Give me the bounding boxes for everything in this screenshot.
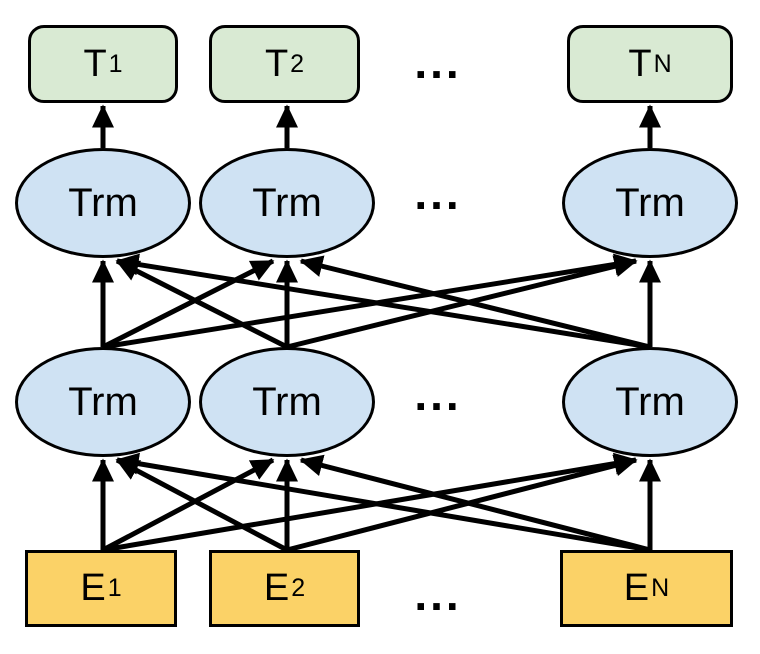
output-label: T	[83, 42, 107, 85]
upper-trm-node-2: Trm	[199, 148, 375, 258]
output-label: T	[628, 42, 652, 85]
trm-label: Trm	[68, 180, 138, 225]
output-label-sub: N	[653, 49, 672, 78]
ellipsis-embeddings: ...	[414, 568, 462, 620]
ellipsis-outputs: ...	[414, 36, 462, 88]
trm-label: Trm	[615, 180, 685, 225]
embedding-label: E	[80, 567, 106, 609]
embedding-label: E	[623, 567, 650, 609]
arrow	[101, 457, 275, 553]
upper-trm-node-1: Trm	[15, 148, 191, 258]
arrow	[299, 255, 651, 350]
output-label: T	[264, 42, 289, 85]
arrow	[115, 258, 289, 350]
embedding-label: E	[263, 567, 290, 609]
trm-label: Trm	[68, 379, 138, 424]
arrow	[115, 452, 651, 553]
trm-label: Trm	[252, 180, 322, 225]
lower-trm-node-1: Trm	[15, 347, 191, 457]
arrow	[101, 258, 275, 350]
embedding-label-sub: N	[651, 574, 670, 602]
arrow	[299, 454, 651, 553]
ellipsis-upper-trm: ...	[414, 167, 462, 219]
arrow	[286, 454, 638, 553]
ellipsis-lower-trm: ...	[414, 368, 462, 420]
arrow	[286, 255, 638, 350]
output-label-sub: 1	[108, 49, 123, 78]
trm-label: Trm	[252, 379, 322, 424]
arrow	[115, 253, 651, 350]
output-label-sub: 2	[290, 49, 305, 78]
embedding-label-sub: 1	[107, 574, 122, 602]
embedding-label-sub: 2	[291, 574, 306, 602]
trm-label: Trm	[615, 379, 685, 424]
arrow	[115, 457, 289, 553]
lower-trm-node-2: Trm	[199, 347, 375, 457]
upper-trm-node-n: Trm	[562, 148, 738, 258]
lower-trm-node-n: Trm	[562, 347, 738, 457]
